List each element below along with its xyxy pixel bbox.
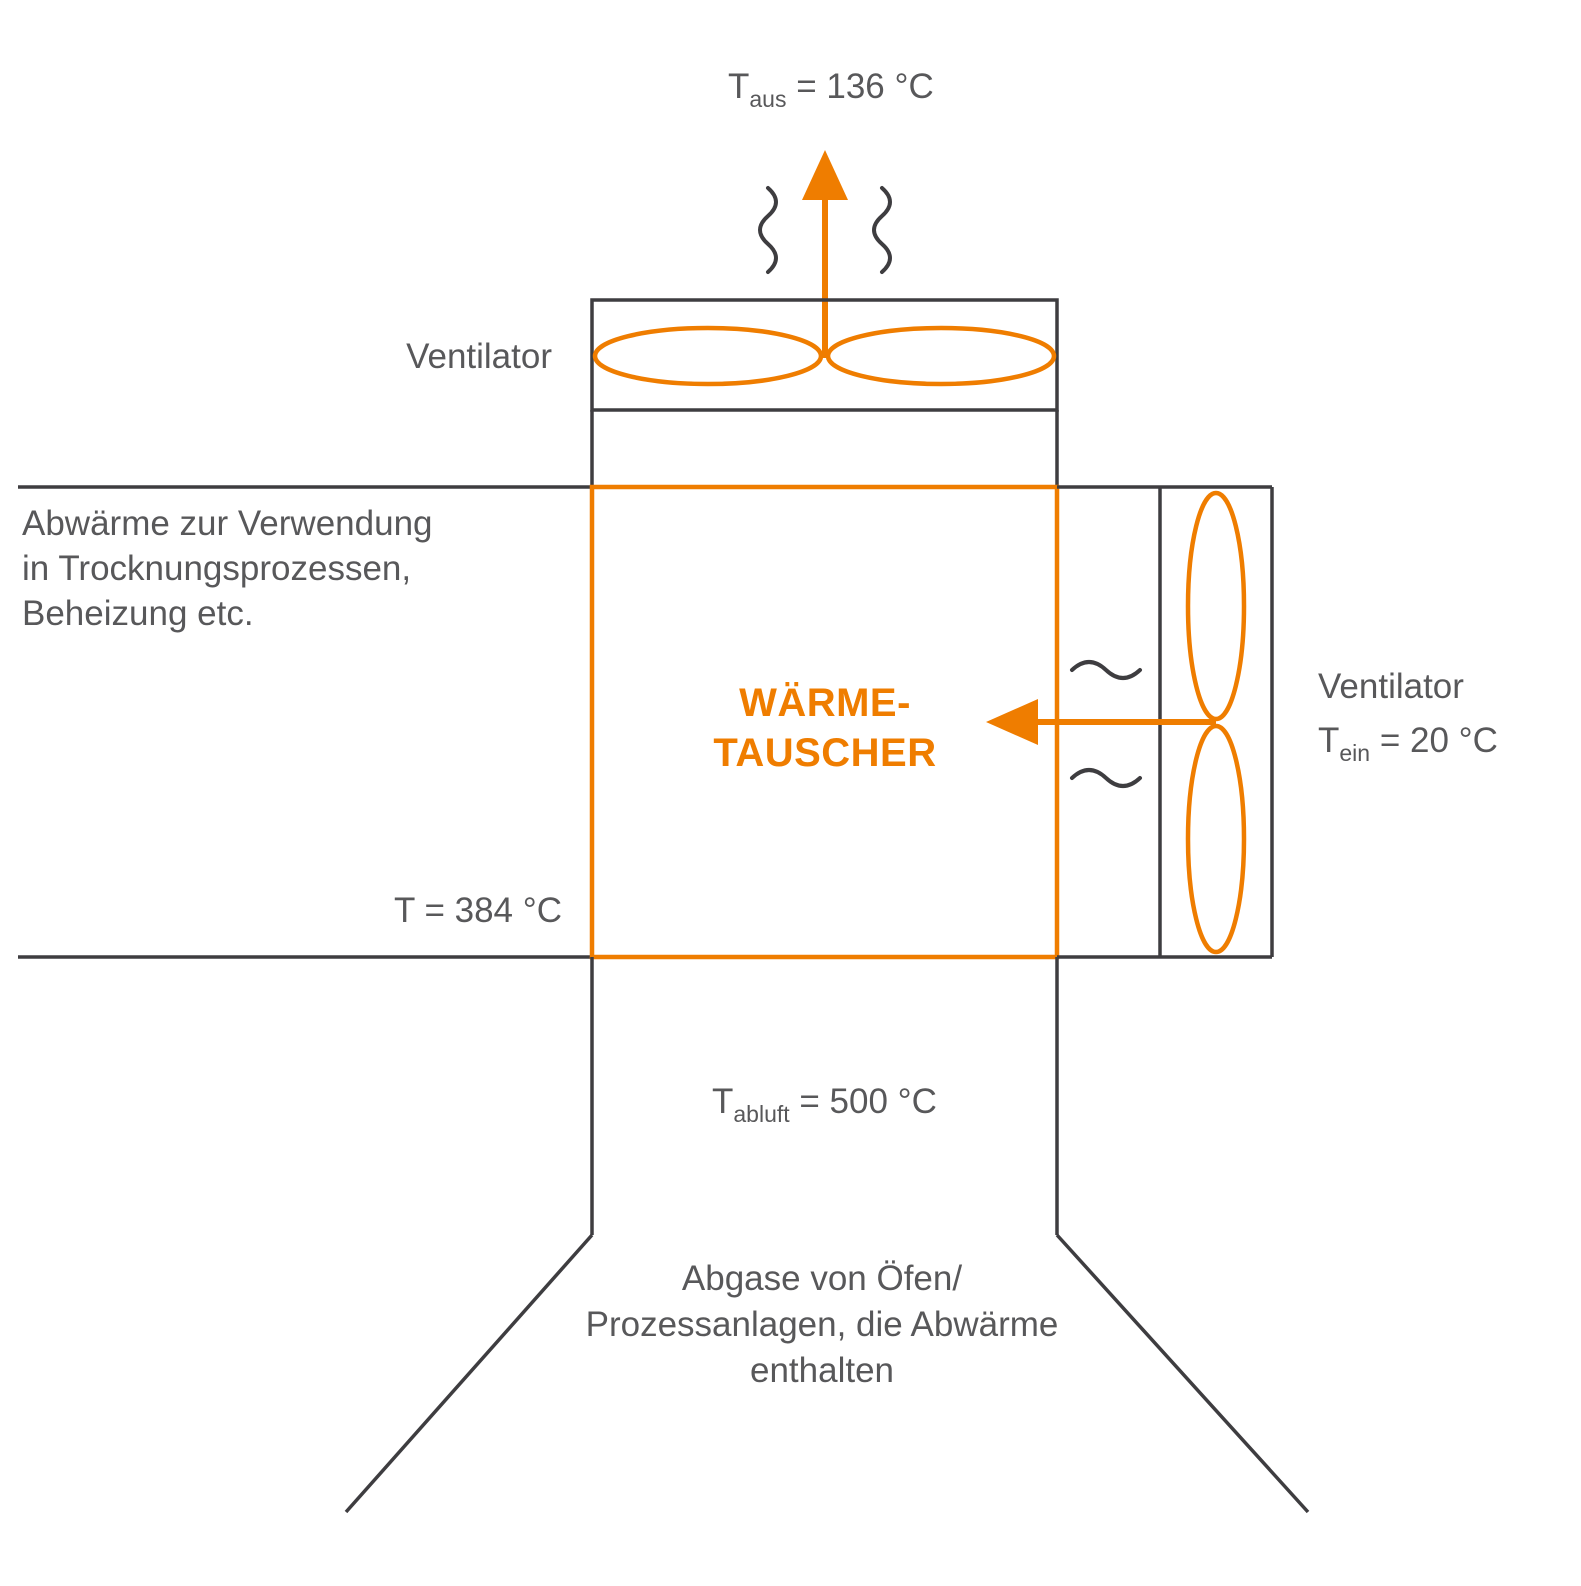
t-ein-symbol: T — [1318, 721, 1339, 760]
left-duct-caption-line1: Abwärme zur Verwendung — [22, 504, 433, 543]
t-abluft-symbol: T — [712, 1082, 733, 1121]
heat-wave-left-icon — [758, 186, 778, 274]
t-ein-value: = 20 °C — [1370, 721, 1498, 760]
bottom-caption-line1: Abgase von Öfen/ — [682, 1259, 962, 1298]
airflow-wave-bottom-icon — [1070, 768, 1142, 788]
t-abluft-label: Tabluft = 500 °C — [712, 1082, 937, 1127]
bottom-caption-line3: enthalten — [750, 1351, 894, 1390]
t-aus-value: = 136 °C — [786, 67, 933, 106]
right-fan-blade-bottom-icon — [1185, 723, 1247, 955]
right-fan-blade-top-icon — [1185, 490, 1247, 722]
left-duct-caption-line3: Beheizung etc. — [22, 594, 254, 633]
t-abluft-subscript: abluft — [733, 1101, 790, 1127]
heat-exchanger-title-line2: TAUSCHER — [713, 731, 936, 775]
heat-exchanger-title-line1: WÄRME- — [739, 681, 911, 725]
left-duct-caption-line2: in Trocknungsprozessen, — [22, 549, 411, 588]
t-aus-subscript: aus — [749, 86, 786, 112]
exhaust-arrow-head-icon — [802, 150, 848, 200]
intake-arrow-left — [986, 699, 1216, 745]
bottom-flare-right — [1055, 1233, 1310, 1514]
top-fan-label: Ventilator — [406, 337, 552, 376]
top-fan-blade-left-icon — [592, 325, 824, 387]
top-fan-housing — [590, 298, 1059, 412]
top-fan-blade-right-icon — [825, 325, 1057, 387]
exhaust-arrow-up — [802, 150, 848, 358]
t-aus-symbol: T — [728, 67, 749, 106]
bottom-caption-line2: Prozessanlagen, die Abwärme — [586, 1305, 1059, 1344]
intake-arrow-head-icon — [986, 699, 1038, 745]
t-ein-label: Tein = 20 °C — [1318, 721, 1498, 766]
t-abluft-value: = 500 °C — [790, 1082, 937, 1121]
right-fan-label: Ventilator — [1318, 667, 1464, 706]
bottom-flare-left — [344, 1233, 594, 1514]
t-ein-subscript: ein — [1339, 740, 1370, 766]
exchanger-output-temperature: T = 384 °C — [394, 891, 562, 930]
heat-wave-right-icon — [872, 186, 892, 274]
t-aus-label: Taus = 136 °C — [728, 67, 934, 112]
airflow-wave-top-icon — [1070, 660, 1142, 680]
